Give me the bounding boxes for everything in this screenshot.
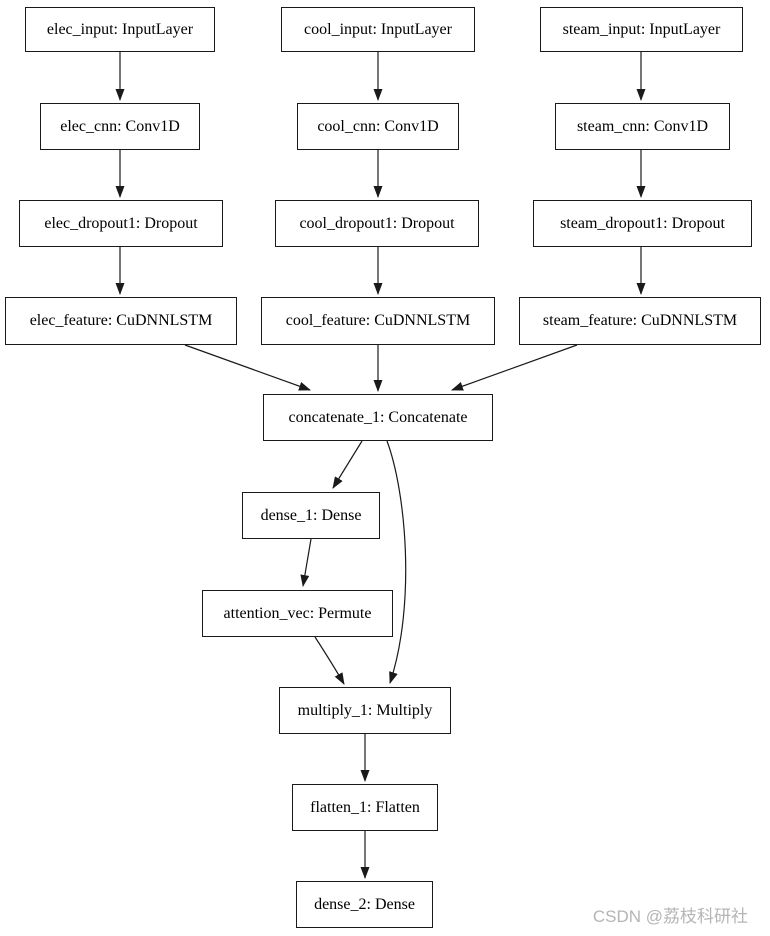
node-elec-input: elec_input: InputLayer <box>25 7 215 52</box>
node-cool-cnn: cool_cnn: Conv1D <box>297 103 459 150</box>
edge-dense1-to-attention-vec <box>300 538 312 587</box>
node-cool-feature: cool_feature: CuDNNLSTM <box>261 297 495 345</box>
csdn-watermark: CSDN @荔枝科研社 <box>592 907 748 926</box>
node-dense-2: dense_2: Dense <box>296 881 433 928</box>
node-steam-input: steam_input: InputLayer <box>540 7 743 52</box>
node-steam-dropout1: steam_dropout1: Dropout <box>533 200 752 247</box>
edge-steam-feature-to-concatenate <box>451 344 578 391</box>
node-steam-cnn: steam_cnn: Conv1D <box>555 103 730 150</box>
node-cool-dropout1: cool_dropout1: Dropout <box>275 200 479 247</box>
node-concatenate-1: concatenate_1: Concatenate <box>263 394 493 441</box>
node-flatten-1: flatten_1: Flatten <box>292 784 438 831</box>
node-elec-dropout1: elec_dropout1: Dropout <box>19 200 223 247</box>
node-multiply-1: multiply_1: Multiply <box>279 687 451 734</box>
node-elec-feature: elec_feature: CuDNNLSTM <box>5 297 237 345</box>
edge-attention-vec-to-multiply <box>314 636 345 685</box>
node-attention-vec: attention_vec: Permute <box>202 590 393 637</box>
node-dense-1: dense_1: Dense <box>242 492 380 539</box>
edge-concatenate-to-dense1 <box>332 440 363 489</box>
edge-elec-feature-to-concatenate <box>184 344 311 391</box>
node-cool-input: cool_input: InputLayer <box>281 7 475 52</box>
node-elec-cnn: elec_cnn: Conv1D <box>40 103 200 150</box>
edge-concatenate-to-multiply <box>386 440 407 684</box>
node-steam-feature: steam_feature: CuDNNLSTM <box>519 297 761 345</box>
